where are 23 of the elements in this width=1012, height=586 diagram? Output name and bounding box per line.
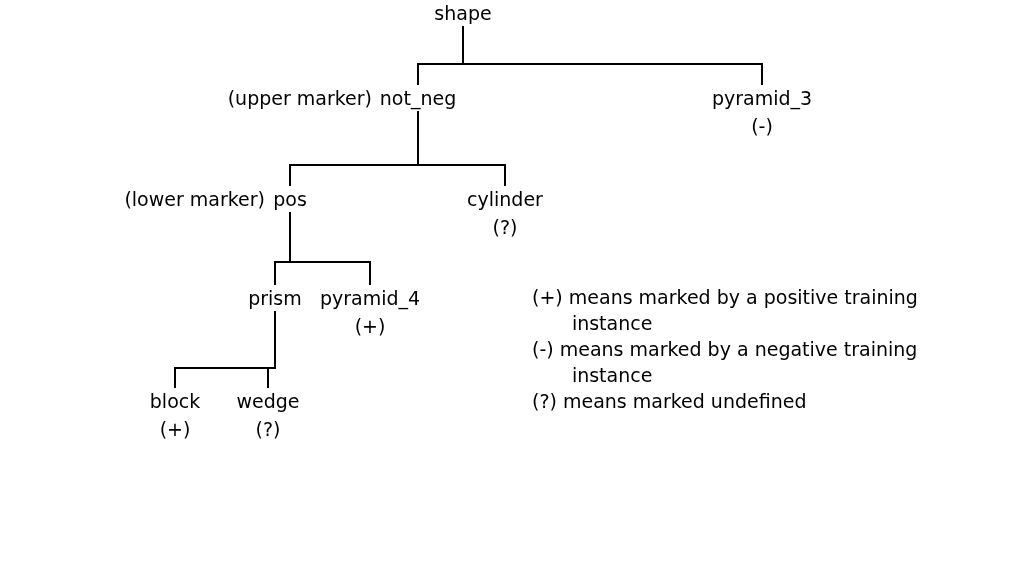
tree-node-label: block: [147, 390, 203, 412]
marking-symbol: (?): [492, 216, 518, 238]
legend-note: (+) means marked by a positive training instance: [532, 285, 919, 336]
connector-line: [289, 211, 371, 286]
connector-line: [417, 110, 506, 187]
tree-node-label: not_neg: [377, 87, 459, 109]
tree-node-label: shape: [432, 2, 494, 24]
tree-node-label: wedge: [234, 390, 302, 412]
legend-note: (?) means marked undefined: [532, 389, 808, 414]
tree-node-label: cylinder: [465, 188, 545, 210]
tree-node-label: pyramid_3: [709, 87, 815, 109]
tree-node-label: pyramid_4: [317, 287, 423, 309]
marking-symbol: (-): [751, 115, 773, 137]
connector-line: [462, 25, 763, 86]
marking-symbol: (+): [159, 418, 191, 440]
connector-line: [267, 310, 276, 389]
marker-label: (lower marker): [124, 188, 265, 210]
marking-symbol: (?): [255, 418, 281, 440]
tree-node-label: pos: [271, 188, 309, 210]
marker-label: (upper marker): [227, 87, 372, 109]
tree-node-label: prism: [246, 287, 304, 309]
legend-note: (-) means marked by a negative training instance: [532, 337, 919, 388]
marking-symbol: (+): [354, 315, 386, 337]
